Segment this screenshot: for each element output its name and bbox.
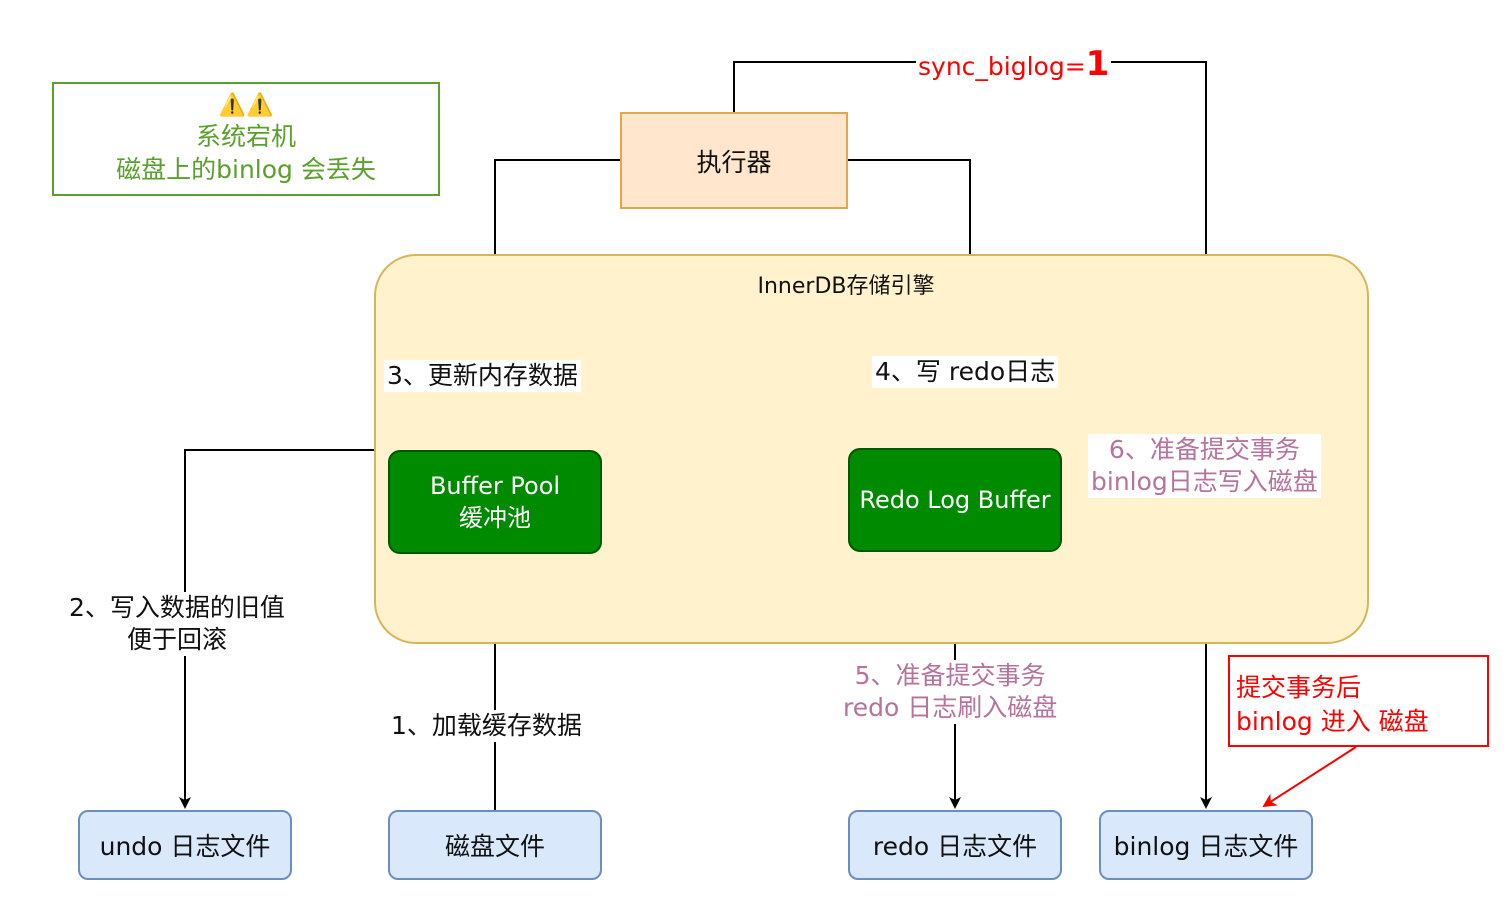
buffer-pool-line-2: 缓冲池 bbox=[459, 504, 531, 532]
redo-log-file-node[interactable]: redo 日志文件 bbox=[848, 810, 1062, 880]
engine-title: InnerDB存储引擎 bbox=[757, 274, 935, 299]
buffer-pool-line-1: Buffer Pool bbox=[429, 472, 561, 500]
undo-log-file-label: undo 日志文件 bbox=[99, 832, 271, 861]
edge-engine-to-undo bbox=[179, 449, 374, 809]
warning-line-2: 磁盘上的binlog 会丢失 bbox=[116, 155, 376, 184]
warning-line-1: 系统宕机 bbox=[195, 122, 296, 151]
step-6-label: 6、准备提交事务 binlog日志写入磁盘 bbox=[1088, 434, 1321, 498]
executor-label: 执行器 bbox=[696, 147, 772, 177]
warning-box: ⚠️⚠️ 系统宕机 磁盘上的binlog 会丢失 bbox=[52, 82, 440, 196]
redo-log-buffer-label: Redo Log Buffer bbox=[859, 486, 1051, 514]
step-5-line-1: 5、准备提交事务 bbox=[854, 661, 1046, 690]
buffer-pool-node[interactable]: Buffer Pool 缓冲池 bbox=[388, 450, 602, 554]
disk-file-label: 磁盘文件 bbox=[444, 832, 545, 861]
sync-binlog-label: sync_biglog=1 bbox=[916, 44, 1112, 84]
step-3-label: 3、更新内存数据 bbox=[384, 360, 581, 392]
sync-binlog-value: 1 bbox=[1085, 44, 1110, 84]
warning-icon: ⚠️⚠️ bbox=[218, 93, 274, 118]
binlog-file-node[interactable]: binlog 日志文件 bbox=[1099, 810, 1313, 880]
step-5-label: 5、准备提交事务 redo 日志刷入磁盘 bbox=[840, 660, 1061, 724]
redo-log-buffer-node[interactable]: Redo Log Buffer bbox=[848, 448, 1062, 552]
disk-file-node[interactable]: 磁盘文件 bbox=[388, 810, 602, 880]
step-4-label: 4、写 redo日志 bbox=[872, 356, 1059, 388]
step-2-label: 2、写入数据的旧值 便于回滚 bbox=[66, 592, 288, 656]
step-6-line-2: binlog日志写入磁盘 bbox=[1091, 467, 1318, 496]
sync-binlog-text: sync_biglog= bbox=[918, 52, 1086, 81]
step-5-line-2: redo 日志刷入磁盘 bbox=[843, 693, 1058, 722]
binlog-file-label: binlog 日志文件 bbox=[1113, 832, 1299, 861]
commit-note-line-1: 提交事务后 bbox=[1236, 673, 1362, 702]
executor-node[interactable]: 执行器 bbox=[620, 112, 848, 209]
undo-log-file-node[interactable]: undo 日志文件 bbox=[78, 810, 292, 880]
redo-log-file-label: redo 日志文件 bbox=[872, 832, 1038, 861]
commit-note-box: 提交事务后 binlog 进入 磁盘 bbox=[1228, 655, 1489, 747]
step-2-line-1: 2、写入数据的旧值 bbox=[69, 593, 285, 622]
step-1-label: 1、加载缓存数据 bbox=[388, 710, 585, 742]
step-6-line-1: 6、准备提交事务 bbox=[1108, 435, 1300, 464]
edge-note-to-binlog bbox=[1262, 746, 1357, 808]
step-2-line-2: 便于回滚 bbox=[126, 625, 227, 654]
commit-note-line-2: binlog 进入 磁盘 bbox=[1236, 707, 1429, 736]
